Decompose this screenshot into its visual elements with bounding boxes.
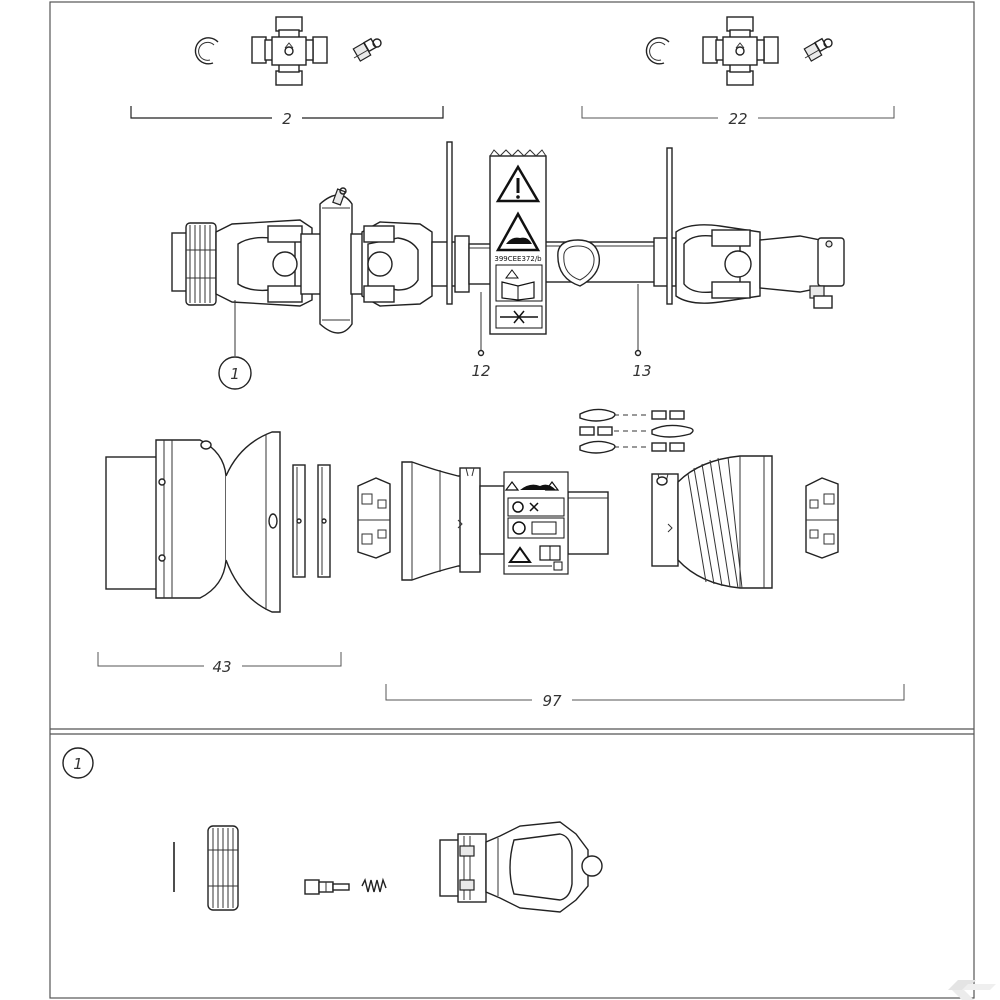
splined-collar-icon [207,825,239,911]
callout-1-label: 1 [230,365,240,383]
circlip-icon [645,37,670,65]
sticker-code: 399CEE372/b [494,255,542,263]
bearing-rings-icon [292,464,331,578]
cross-journal-icon [702,16,779,86]
guard-43-group: 43 [97,431,342,676]
guard-43-label: 43 [212,658,231,676]
kramp-logo-icon [948,980,996,1000]
spring-icon [361,877,387,893]
pto-shaft-assembly: 399CEE372/b 1 12 13 [171,141,845,390]
kit-2-group: 2 [130,16,444,128]
bearing-clip-right-icon [805,477,839,559]
cross-journal-icon [251,16,328,86]
grease-nipple-icon [803,37,833,62]
detail-callout-circle [62,747,94,779]
rod-left [446,141,453,305]
manual-book-icon [501,281,535,301]
diagram-frame [49,1,975,999]
detail-section-1: 1 [62,747,603,913]
yoke-right-icon [653,224,845,309]
center-housing-icon [300,187,366,334]
inner-tube [468,243,492,285]
grease-nipple-icon [352,37,382,62]
guard-97-label: 97 [542,692,562,710]
callout-12-label: 12 [471,362,490,380]
detail-callout-label: 1 [73,755,83,773]
guard-97-group: 97 [385,455,905,710]
chain-clips-icon [579,408,694,454]
tube-profile-icon [557,239,601,287]
guard-97-bracket [385,684,905,701]
yoke-center-right-icon [361,221,433,307]
guard-sticker [503,471,569,575]
yoke-detail-icon [439,821,603,913]
kit-2-label: 2 [282,110,292,128]
kit-22-label: 22 [728,110,747,128]
spline-collar-icon [171,222,217,306]
push-pin-icon [304,879,350,895]
entanglement-warning-icon [495,211,541,252]
bearing-clip-left-icon [357,477,391,559]
warning-triangle-icon [495,164,541,203]
rod-right [666,147,673,305]
kit-22-group: 22 [581,16,895,128]
warning-sticker: 399CEE372/b [489,149,547,335]
circlip-icon [194,37,219,65]
yoke-left-icon [215,219,313,307]
callout-1-circle [218,356,252,390]
callout-13-label: 13 [632,362,651,380]
